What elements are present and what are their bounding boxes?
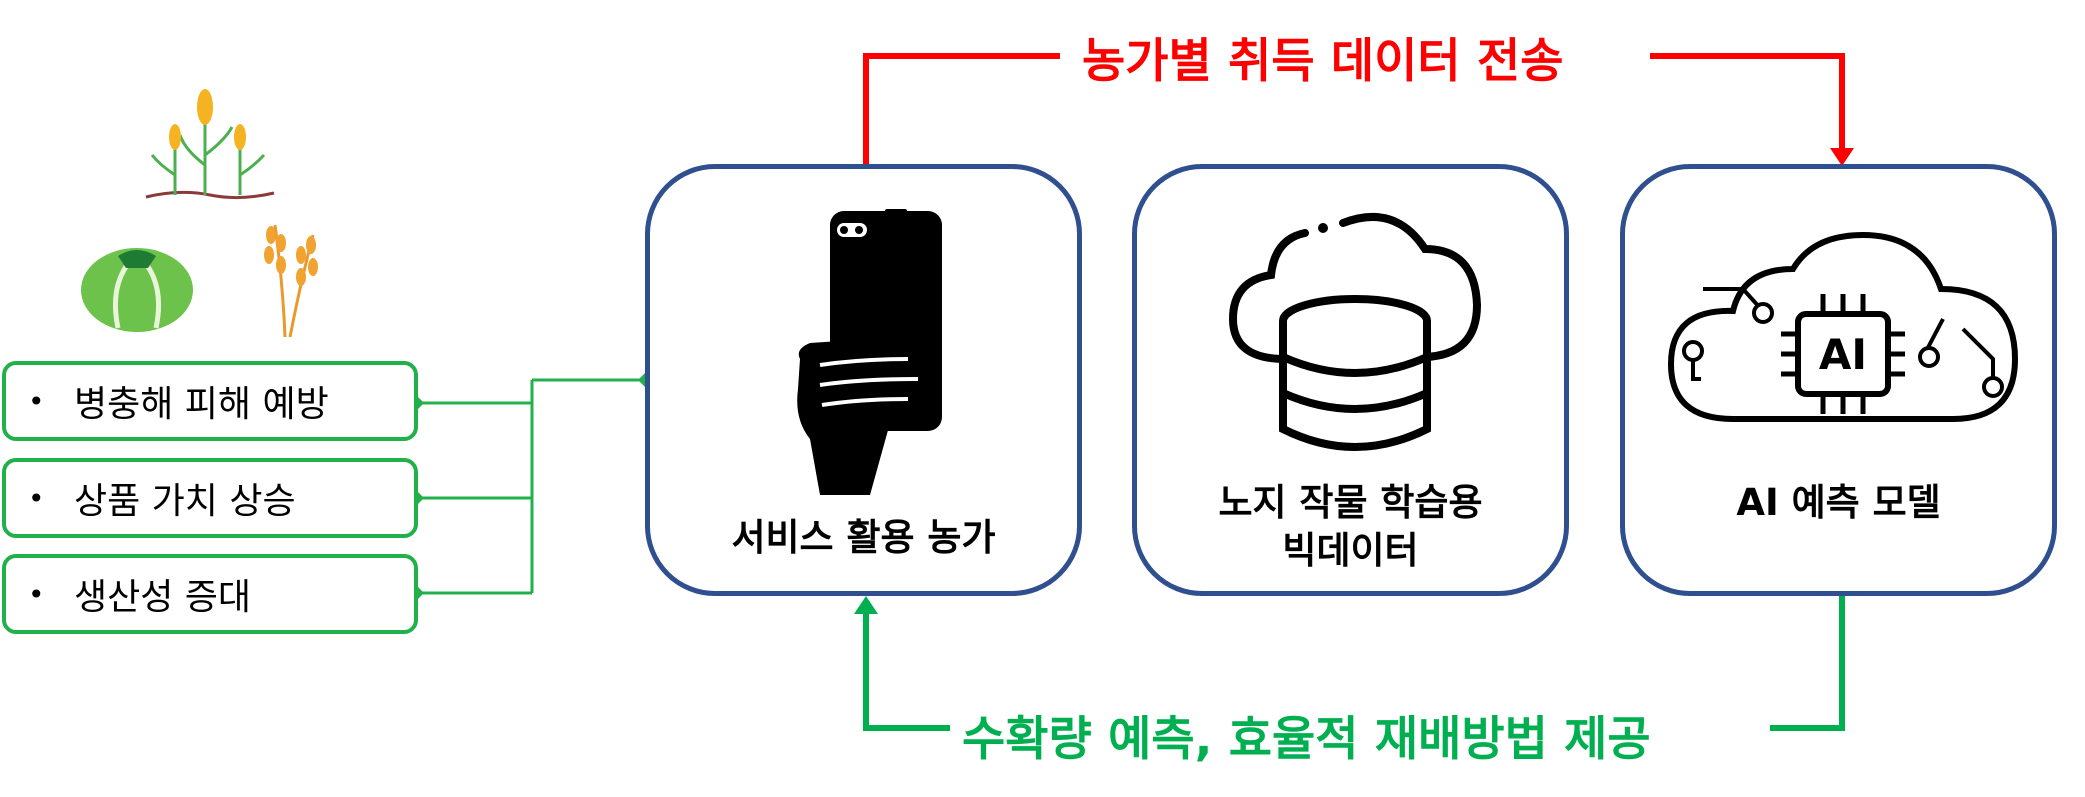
smartphone-hand-icon <box>790 209 950 509</box>
farm-label: 서비스 활용 농가 <box>650 514 1077 562</box>
benefit-text: 생산성 증대 <box>74 568 251 620</box>
bullet: • <box>28 482 74 515</box>
ai-model-box: AI AI 예측 모델 <box>1620 164 2057 596</box>
bigdata-box: 노지 작물 학습용 빅데이터 <box>1132 164 1569 596</box>
benefit-text: 상품 가치 상승 <box>74 472 296 524</box>
bullet: • <box>28 578 74 611</box>
ai-chip-text: AI <box>1819 330 1867 379</box>
benefit-item-productivity: • 생산성 증대 <box>2 554 418 634</box>
benefit-text: 병충해 피해 예방 <box>74 375 329 427</box>
ai-cloud-chip-icon: AI <box>1663 229 2023 439</box>
bullet: • <box>28 385 74 418</box>
cabbage-icon <box>78 240 196 334</box>
benefit-item-value-increase: • 상품 가치 상승 <box>2 458 418 538</box>
cloud-database-icon <box>1225 209 1485 459</box>
benefit-item-pest-prevention: • 병충해 피해 예방 <box>2 361 418 441</box>
bigdata-label-line2: 빅데이터 <box>1137 527 1564 575</box>
wheat-icon <box>255 215 325 340</box>
top-flow-label: 농가별 취득 데이터 전송 <box>1070 22 1576 91</box>
bottom-flow-label: 수확량 예측, 효율적 재배방법 제공 <box>950 700 1663 769</box>
ai-model-label: AI 예측 모델 <box>1625 479 2052 527</box>
benefits-connector <box>412 371 656 599</box>
farm-box: 서비스 활용 농가 <box>645 164 1082 596</box>
bigdata-label-line1: 노지 작물 학습용 <box>1137 479 1564 527</box>
corn-plants-icon <box>140 85 280 205</box>
